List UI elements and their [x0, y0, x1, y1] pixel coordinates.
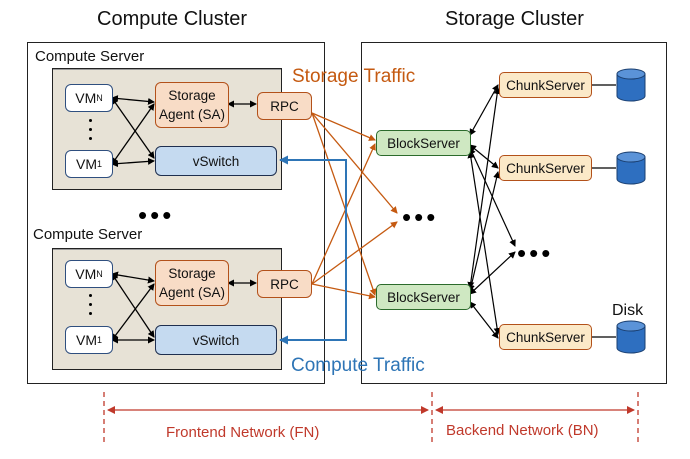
- disk-icon: [616, 151, 646, 185]
- compute-server-title: Compute Server: [33, 226, 143, 243]
- vm-ellipsis-dot: [89, 303, 92, 306]
- rpc-node: RPC: [257, 92, 312, 120]
- frontend-network-label: Frontend Network (FN): [166, 424, 320, 441]
- disk-label: Disk: [612, 302, 644, 319]
- vm-ellipsis-dot: [89, 128, 92, 131]
- vm-ellipsis-dot: [89, 312, 92, 315]
- compute-traffic-label: Compute Traffic: [291, 355, 425, 376]
- backend-network-label: Backend Network (BN): [446, 422, 599, 439]
- chunk-server-node: ChunkServer: [499, 324, 592, 350]
- vm-ellipsis-dot: [89, 294, 92, 297]
- disk-icon: [616, 320, 646, 354]
- block-server-node: BlockServer: [376, 284, 471, 310]
- network-markers: [103, 392, 639, 445]
- chunk-server-ellipsis: •••: [517, 238, 554, 268]
- rpc-node: RPC: [257, 270, 312, 298]
- disk-connectors: [592, 84, 616, 338]
- storage-traffic-arrows: [311, 112, 398, 300]
- chunk-server-node: ChunkServer: [499, 155, 592, 181]
- vswitch-node: vSwitch: [155, 146, 277, 176]
- block-server-ellipsis: •••: [402, 202, 439, 232]
- compute-server-title: Compute Server: [35, 48, 145, 65]
- vm-connections-server-2: [111, 271, 257, 344]
- vm-connections-server-1: [111, 95, 257, 168]
- vm-ellipsis-dot: [89, 119, 92, 122]
- disk-icon: [616, 68, 646, 102]
- storage-agent-node: Storage Agent (SA): [155, 260, 229, 306]
- backend-connections: [467, 84, 516, 339]
- vm-ellipsis-dot: [89, 137, 92, 140]
- compute-traffic-arrows: [279, 155, 347, 345]
- compute-cluster-title: Compute Cluster: [97, 8, 248, 30]
- storage-cluster-title: Storage Cluster: [445, 8, 584, 30]
- chunk-server-node: ChunkServer: [499, 72, 592, 98]
- vswitch-node: vSwitch: [155, 325, 277, 355]
- block-server-node: BlockServer: [376, 130, 471, 156]
- storage-traffic-label: Storage Traffic: [292, 66, 416, 87]
- storage-agent-node: Storage Agent (SA): [155, 82, 229, 128]
